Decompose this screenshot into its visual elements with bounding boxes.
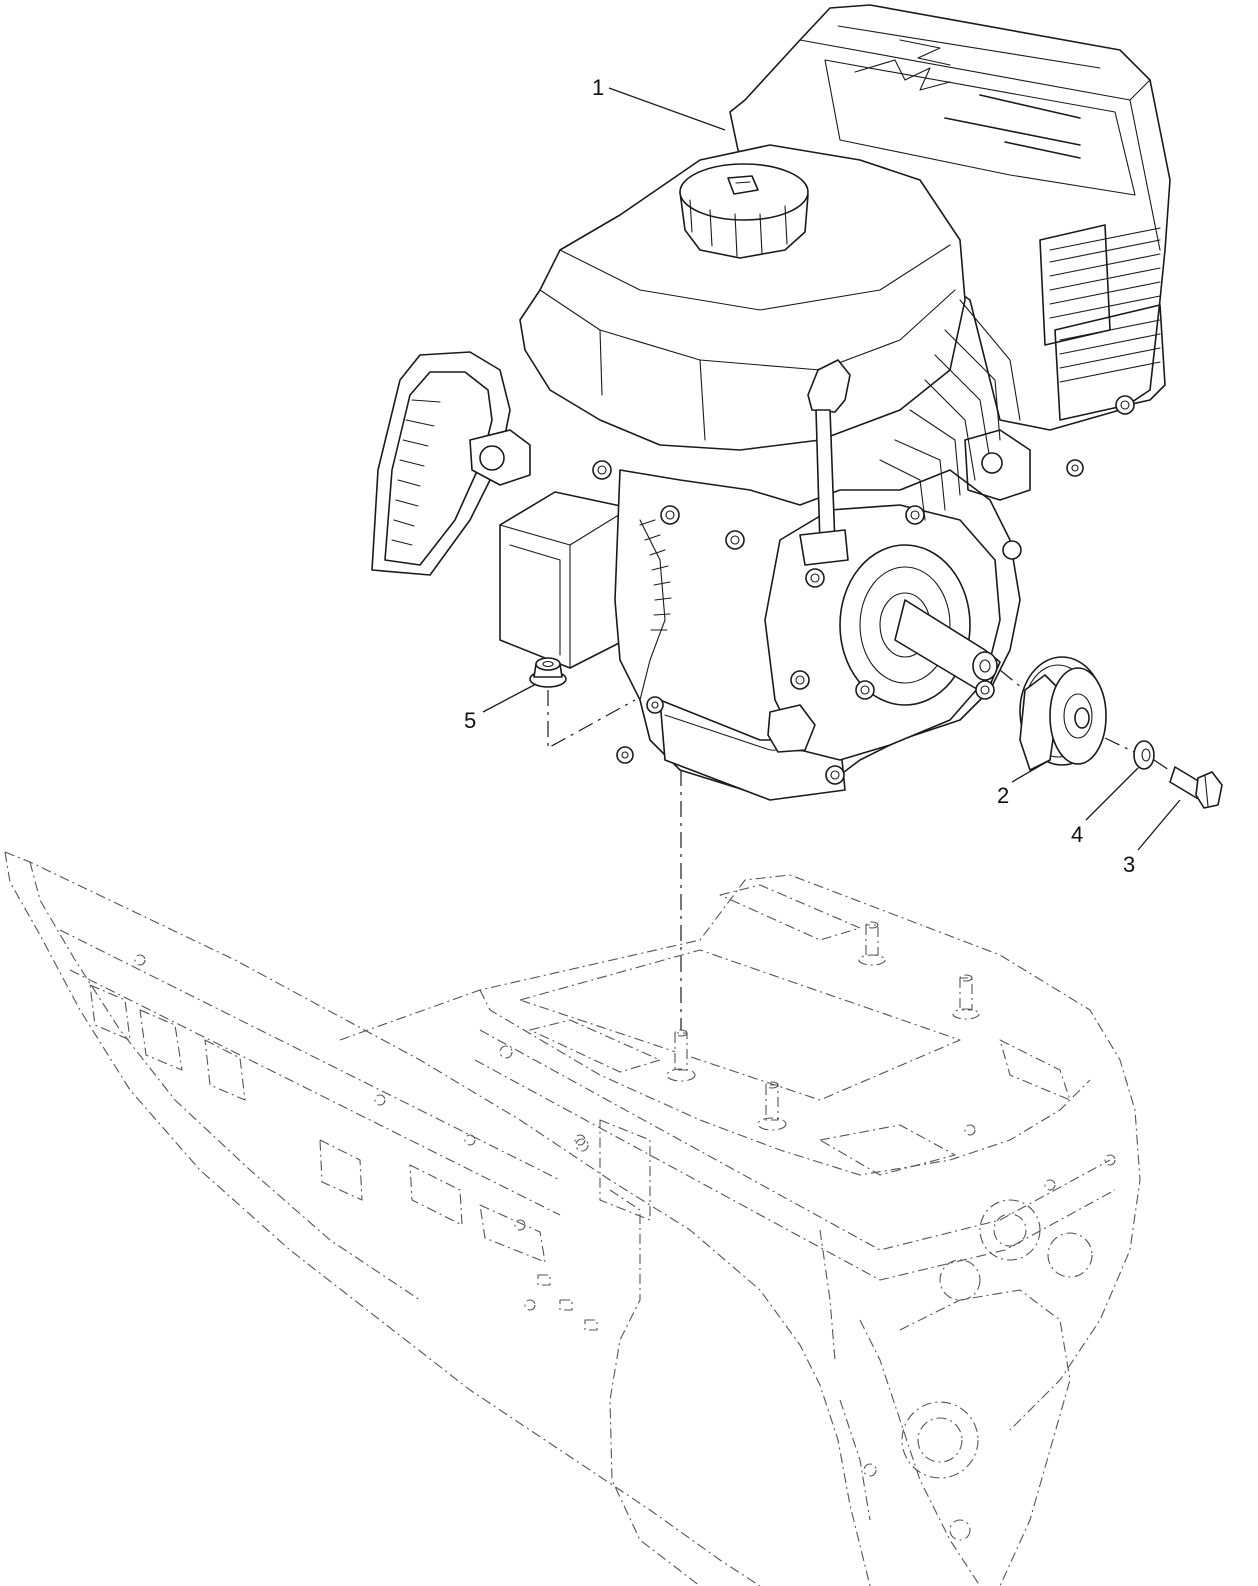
engine-bolts bbox=[592, 395, 1135, 785]
callout-3: 3 bbox=[1123, 799, 1181, 877]
callout-1-label: 1 bbox=[592, 75, 604, 100]
callout-5-label: 5 bbox=[464, 708, 476, 733]
callout-2-label: 2 bbox=[997, 783, 1009, 808]
callout-1: 1 bbox=[592, 75, 726, 131]
pulley-drawing bbox=[1019, 656, 1107, 771]
callout-2: 2 bbox=[997, 759, 1051, 808]
assembly-lines bbox=[547, 669, 1173, 1030]
frame-ghost-drawing bbox=[4, 851, 1141, 1586]
callout-4: 4 bbox=[1071, 767, 1139, 847]
engine-drawing bbox=[371, 4, 1171, 801]
callout-4-label: 4 bbox=[1071, 822, 1083, 847]
bolt-drawing bbox=[1169, 766, 1223, 809]
callout-3-label: 3 bbox=[1123, 852, 1135, 877]
washer-drawing bbox=[1133, 740, 1155, 770]
flange-nut-drawing bbox=[529, 657, 567, 688]
callout-5: 5 bbox=[464, 683, 537, 733]
